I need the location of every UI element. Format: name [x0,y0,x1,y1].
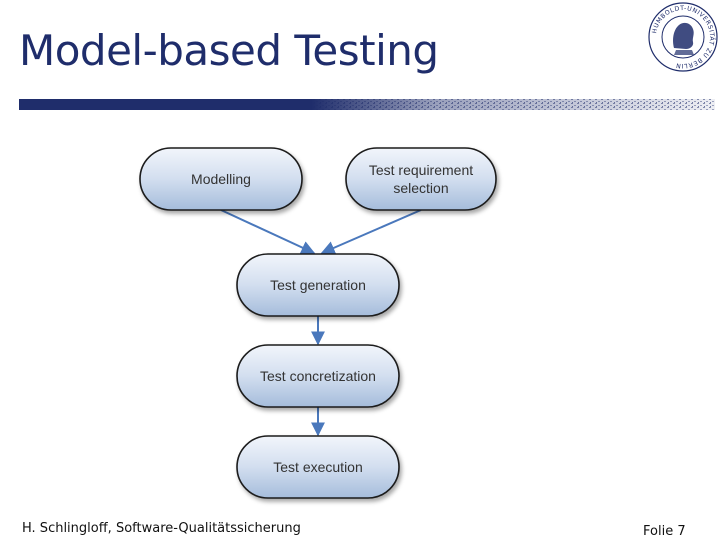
footer-author-course: H. Schlingloff, Software-Qualitätssicher… [22,521,301,536]
node-label: Test concretization [260,368,376,384]
node-shape [236,344,400,408]
node-execution: Test execution [236,435,400,499]
arrow-requirements-to-generation [320,209,422,255]
node-label: selection [393,180,448,196]
footer-slide-number: Folie 7 [643,524,686,539]
university-seal-icon: HUMBOLDT-UNIVERSITÄT ZU BERLIN [648,2,718,72]
node-concretization: Test concretization [236,344,400,408]
node-label: Test execution [273,459,363,475]
node-label: Modelling [191,171,251,187]
node-modelling: Modelling [139,147,303,211]
node-requirements: Test requirement selection [345,147,497,211]
node-shape [139,147,303,211]
arrow-modelling-to-generation [220,209,316,255]
node-shape [345,147,497,211]
title-underline-bar [19,99,715,110]
node-shape [236,253,400,317]
node-shape [236,435,400,499]
node-label: Test requirement [369,162,473,178]
slide-title: Model-based Testing [19,26,439,75]
node-generation: Test generation [236,253,400,317]
node-label: Test generation [270,277,366,293]
